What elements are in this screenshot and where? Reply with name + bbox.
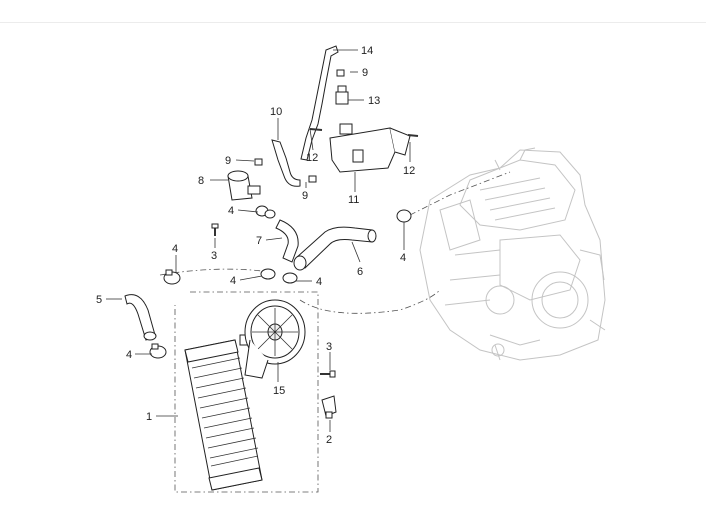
coolant-reservoir: [329, 123, 411, 173]
screw-left: [309, 128, 323, 131]
callout-10: 10: [270, 106, 282, 118]
hose-route-line-2: [299, 289, 441, 314]
callout-9-mid: 9: [302, 190, 308, 202]
hose-clamp-d: [282, 272, 298, 284]
callout-8: 8: [198, 175, 204, 187]
hose-clamp-c: [260, 268, 276, 280]
callout-4-a: 4: [172, 243, 178, 255]
overflow-hose: [271, 139, 301, 187]
bypass-hose: [275, 219, 299, 263]
callout-7: 7: [256, 235, 262, 247]
leader-lines: [106, 49, 411, 432]
callout-12-right: 12: [403, 165, 415, 177]
hose-route-line-3: [409, 171, 511, 216]
callout-15: 15: [273, 385, 285, 397]
callout-6: 6: [357, 266, 363, 278]
callout-5: 5: [96, 294, 102, 306]
callout-4-d: 4: [316, 276, 322, 288]
callout-4-e: 4: [400, 252, 406, 264]
hose-clamp-b: [149, 343, 167, 359]
top-bar: [0, 0, 706, 23]
callout-3-lower: 3: [326, 341, 332, 353]
upper-hose: [293, 226, 377, 271]
callout-3-upper: 3: [211, 250, 217, 262]
clip-b: [254, 158, 263, 166]
callout-4-f: 4: [228, 205, 234, 217]
screw-right: [407, 134, 419, 137]
clip-c: [308, 175, 317, 183]
lower-hose: [124, 294, 157, 341]
callout-1: 1: [146, 411, 152, 423]
engine-assembly: [419, 147, 606, 361]
hose-route-line-1: [159, 268, 271, 276]
callout-2: 2: [326, 434, 332, 446]
callout-13: 13: [368, 95, 380, 107]
radiator-assembly-box: [174, 291, 319, 493]
hose-clamp-f: [255, 205, 276, 219]
temperature-sensor: [321, 395, 337, 419]
callout-12-left: 12: [306, 152, 318, 164]
radiator: [184, 334, 263, 491]
callout-14: 14: [361, 45, 373, 57]
callout-11: 11: [348, 194, 359, 206]
callout-4-c: 4: [230, 275, 236, 287]
thermostat-housing: [227, 170, 261, 201]
hose-clamp-a: [163, 269, 181, 285]
cooling-fan: [244, 299, 306, 379]
callout-9-left: 9: [225, 155, 231, 167]
callout-4-b: 4: [126, 349, 132, 361]
reservoir-cap: [335, 85, 349, 105]
hose-clamp-e: [396, 209, 412, 223]
clip-a: [336, 69, 345, 77]
bolt-upper: [211, 223, 219, 236]
callout-labels: 1 2 3 3 4 4 4 4 4 4 5 6 7 8 9 9 9 10 11 …: [96, 45, 415, 446]
callout-9-top: 9: [362, 67, 368, 79]
bolt-lower: [320, 370, 336, 378]
